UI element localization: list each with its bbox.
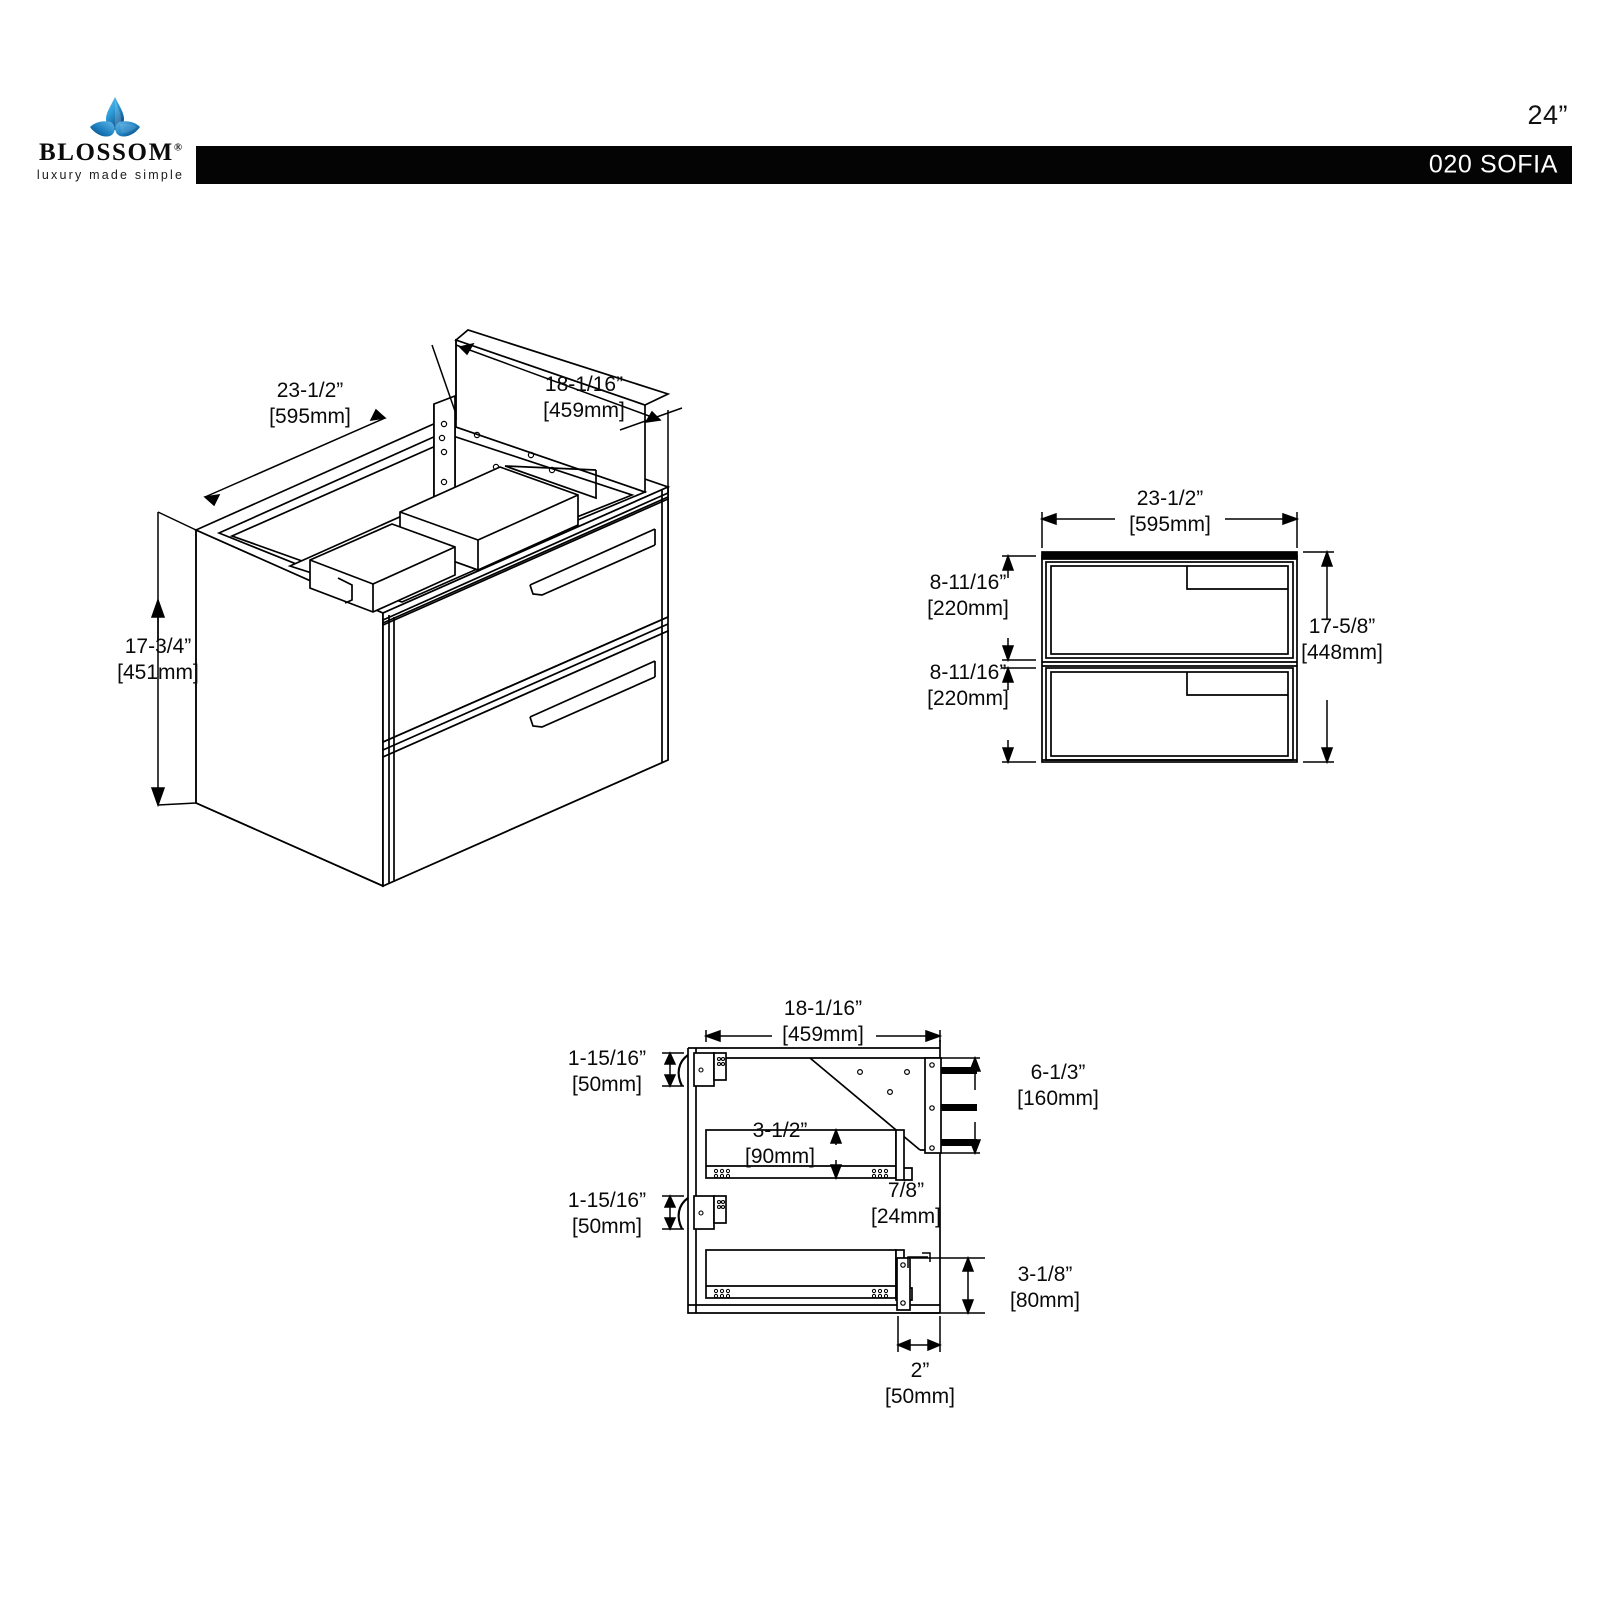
registered-mark: ®: [173, 141, 183, 154]
dim-sec-slide-height: 3-1/2” [90mm]: [722, 1118, 838, 1169]
dim-sec-bracket-top: 1-15/16” [50mm]: [548, 1046, 666, 1097]
dim-value-imperial: 18-1/16”: [544, 373, 624, 396]
title-bar: 020 SOFIA: [196, 146, 1572, 184]
dim-front-drawer-top: 8-11/16” [220mm]: [910, 570, 1026, 621]
dim-value-metric: [50mm]: [571, 1214, 642, 1238]
dim-value-imperial: 8-11/16”: [929, 661, 1007, 684]
dim-value-imperial: 17-5/8”: [1308, 615, 1376, 638]
dim-value-imperial: 17-3/4”: [124, 635, 192, 658]
dim-value-metric: [220mm]: [927, 596, 1009, 620]
dim-value-metric: [50mm]: [571, 1072, 642, 1096]
dim-sec-bracket-lower: 1-15/16” [50mm]: [548, 1188, 666, 1239]
dim-value-metric: [448mm]: [1301, 640, 1383, 664]
dim-front-height: 17-5/8” [448mm]: [1286, 614, 1398, 665]
dim-value-metric: [459mm]: [543, 398, 625, 422]
dim-sec-depth: 18-1/16” [459mm]: [742, 996, 904, 1047]
dim-iso-depth: 18-1/16” [459mm]: [500, 372, 668, 423]
dim-value-imperial: 6-1/3”: [1030, 1061, 1086, 1084]
brand-wordmark: BLOSSOM®: [28, 140, 193, 165]
dim-value-metric: [595mm]: [269, 404, 351, 428]
dim-value-metric: [24mm]: [870, 1204, 941, 1228]
dim-value-imperial: 1-15/16”: [567, 1189, 647, 1212]
dim-value-imperial: 8-11/16”: [929, 571, 1007, 594]
dim-value-metric: [50mm]: [884, 1384, 955, 1408]
dim-value-metric: [451mm]: [117, 660, 199, 684]
dim-value-imperial: 3-1/2”: [752, 1119, 808, 1142]
dim-value-metric: [459mm]: [782, 1022, 864, 1046]
brand-logo: BLOSSOM® luxury made simple: [28, 96, 193, 186]
blossom-flower-icon: [84, 96, 146, 142]
dim-value-imperial: 18-1/16”: [783, 997, 863, 1020]
side-section: [677, 1040, 977, 1314]
dim-iso-width: 23-1/2” [595mm]: [230, 378, 390, 429]
dim-value-metric: [90mm]: [744, 1144, 815, 1168]
dim-front-width: 23-1/2” [595mm]: [1089, 486, 1251, 537]
dim-sec-toe-depth: 2” [50mm]: [862, 1358, 978, 1409]
dim-value-imperial: 2”: [910, 1359, 930, 1382]
dim-iso-height: 17-3/4” [451mm]: [78, 634, 238, 685]
dim-value-metric: [160mm]: [1017, 1086, 1099, 1110]
dim-value-imperial: 23-1/2”: [276, 379, 344, 402]
dim-value-imperial: 7/8”: [887, 1179, 925, 1202]
brand-name-text: BLOSSOM: [38, 139, 174, 166]
front-elevation: [1041, 551, 1298, 763]
dim-value-imperial: 3-1/8”: [1017, 1263, 1073, 1286]
dim-value-metric: [595mm]: [1129, 512, 1211, 536]
dim-sec-slot-height: 6-1/3” [160mm]: [996, 1060, 1120, 1111]
size-label: 24”: [1527, 100, 1568, 130]
dim-sec-bottom-rise: 3-1/8” [80mm]: [986, 1262, 1104, 1313]
model-label: 020 SOFIA: [1428, 150, 1558, 179]
front-elevation-dimensions: [1001, 512, 1334, 765]
brand-tagline: luxury made simple: [36, 168, 185, 182]
dim-value-metric: [80mm]: [1009, 1288, 1080, 1312]
dim-value-imperial: 1-15/16”: [567, 1047, 647, 1070]
dim-sec-thickness: 7/8” [24mm]: [848, 1178, 964, 1229]
dim-value-metric: [220mm]: [927, 686, 1009, 710]
dim-front-drawer-bottom: 8-11/16” [220mm]: [910, 660, 1026, 711]
dim-value-imperial: 23-1/2”: [1136, 487, 1204, 510]
